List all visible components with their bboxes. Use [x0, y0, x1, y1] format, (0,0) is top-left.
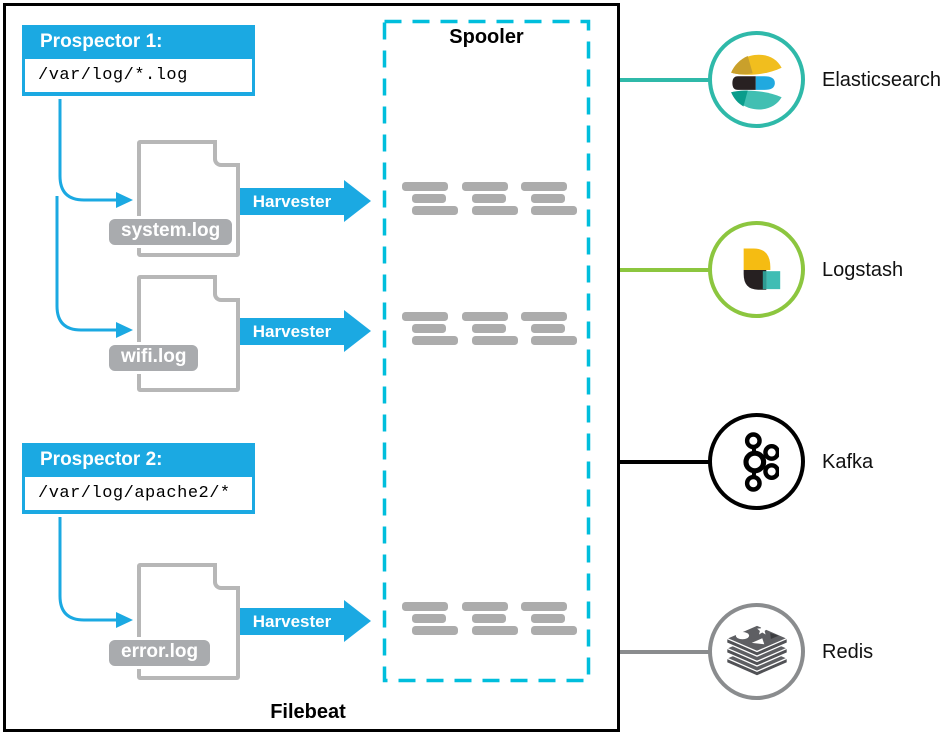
redis-connector-line	[620, 650, 710, 654]
redis-logo-icon	[725, 625, 788, 677]
logstash-logo-icon	[743, 248, 780, 290]
spooler-dashed-border	[382, 19, 591, 683]
system-log-label: system.log	[106, 216, 236, 248]
redis-logo-circle	[708, 603, 805, 700]
wifi-log-file-icon	[137, 275, 240, 392]
prospector-arrows	[55, 99, 117, 622]
arrowhead-icon	[116, 322, 133, 338]
event-bars-icon	[462, 312, 518, 345]
event-bars-icon	[521, 602, 577, 635]
elasticsearch-label: Elasticsearch	[822, 69, 940, 91]
kafka-label: Kafka	[822, 451, 874, 473]
event-bars-icon	[402, 602, 458, 635]
prospector1-to-system-arrow	[58, 99, 117, 202]
event-bars-icon	[462, 182, 518, 215]
wifi-log-label: wifi.log	[106, 342, 202, 374]
prospector2-to-error-arrow	[58, 517, 117, 622]
arrowheads	[116, 192, 133, 628]
prospector-2-box: Prospector 2: /var/log/apache2/*	[22, 443, 255, 514]
elasticsearch-logo-icon	[730, 54, 782, 110]
harvester-arrow-3: Harvester	[240, 600, 371, 642]
kafka-connector-line	[620, 460, 710, 464]
spooler-title: Spooler	[449, 26, 524, 48]
kafka-logo-circle	[708, 413, 805, 510]
redis-label: Redis	[822, 641, 874, 663]
elasticsearch-connector-line	[620, 78, 710, 82]
event-bars-icon	[402, 312, 458, 345]
prospector-2-path: /var/log/apache2/*	[25, 477, 252, 510]
harvester-arrow-2: Harvester	[240, 310, 371, 352]
error-log-label: error.log	[106, 637, 214, 669]
logstash-logo-circle	[708, 221, 805, 318]
logstash-connector-line	[620, 268, 710, 272]
event-bars-icon	[462, 602, 518, 635]
prospector-1-title: Prospector 1:	[40, 31, 163, 52]
event-bars-icon	[521, 182, 577, 215]
harvester-arrow-1: Harvester	[240, 180, 371, 222]
logstash-label: Logstash	[822, 259, 904, 281]
prospector-1-path: /var/log/*.log	[25, 59, 252, 92]
arrowhead-icon	[116, 612, 133, 628]
event-bars-icon	[402, 182, 458, 215]
filebeat-title: Filebeat	[270, 701, 346, 723]
prospector1-to-wifi-arrow	[55, 196, 117, 332]
kafka-logo-icon	[742, 431, 779, 492]
prospector-1-box: Prospector 1: /var/log/*.log	[22, 25, 255, 96]
elasticsearch-logo-circle	[708, 31, 805, 128]
prospector-2-title: Prospector 2:	[40, 449, 163, 470]
event-bars-icon	[521, 312, 577, 345]
arrowhead-icon	[116, 192, 133, 208]
